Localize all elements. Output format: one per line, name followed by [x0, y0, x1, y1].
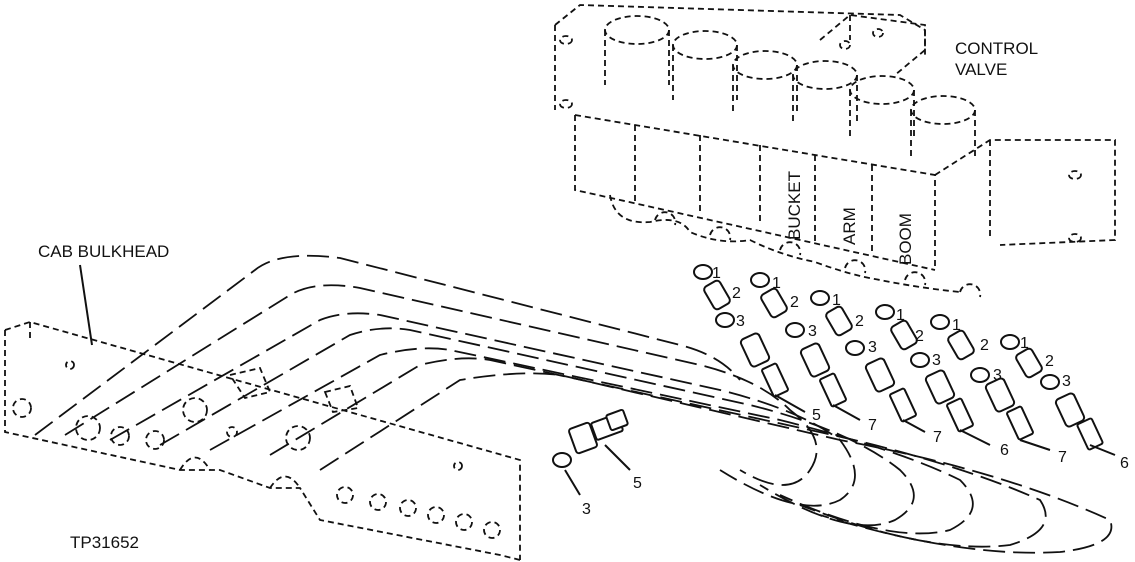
part-number-1: 1: [772, 275, 781, 292]
cab-bulkhead: [4, 321, 521, 561]
part-number-7: 7: [868, 417, 877, 434]
part-number-1: 1: [952, 317, 961, 334]
figure-id: TP31652: [70, 533, 139, 552]
part-number-2: 2: [1045, 353, 1054, 370]
part-number-3: 3: [868, 339, 877, 356]
part-number-2: 2: [915, 328, 924, 345]
part-number-1: 1: [832, 292, 841, 309]
cab-bulkhead-label: CAB BULKHEAD: [38, 242, 169, 261]
part-number-7: 7: [1058, 449, 1067, 466]
part-number-3: 3: [736, 313, 745, 330]
boom-label: BOOM: [896, 213, 915, 265]
arm-label: ARM: [840, 207, 859, 245]
part-number-6: 6: [1120, 455, 1129, 472]
part-number-7: 7: [933, 429, 942, 446]
hydraulic-hoses: [34, 254, 1113, 554]
part-number-1: 1: [1020, 335, 1029, 352]
part-number-2: 2: [855, 313, 864, 330]
part-number-3: 3: [993, 367, 1002, 384]
part-number-5: 5: [812, 407, 821, 424]
control-valve-label-line1: CONTROL: [955, 39, 1038, 58]
control-valve-label-line2: VALVE: [955, 60, 1007, 79]
bucket-label: BUCKET: [785, 171, 804, 240]
part-number-5: 5: [633, 475, 642, 492]
part-number-2: 2: [980, 337, 989, 354]
part-number-3: 3: [932, 352, 941, 369]
control-valve: [554, 4, 1116, 298]
part-number-2: 2: [790, 294, 799, 311]
part-number-6: 6: [1000, 442, 1009, 459]
part-number-3: 3: [1062, 373, 1071, 390]
part-number-3: 3: [582, 501, 591, 518]
part-number-1: 1: [896, 307, 905, 324]
fittings: [79, 264, 1116, 496]
part-number-1: 1: [712, 265, 721, 282]
part-number-2: 2: [732, 285, 741, 302]
part-number-3: 3: [808, 323, 817, 340]
